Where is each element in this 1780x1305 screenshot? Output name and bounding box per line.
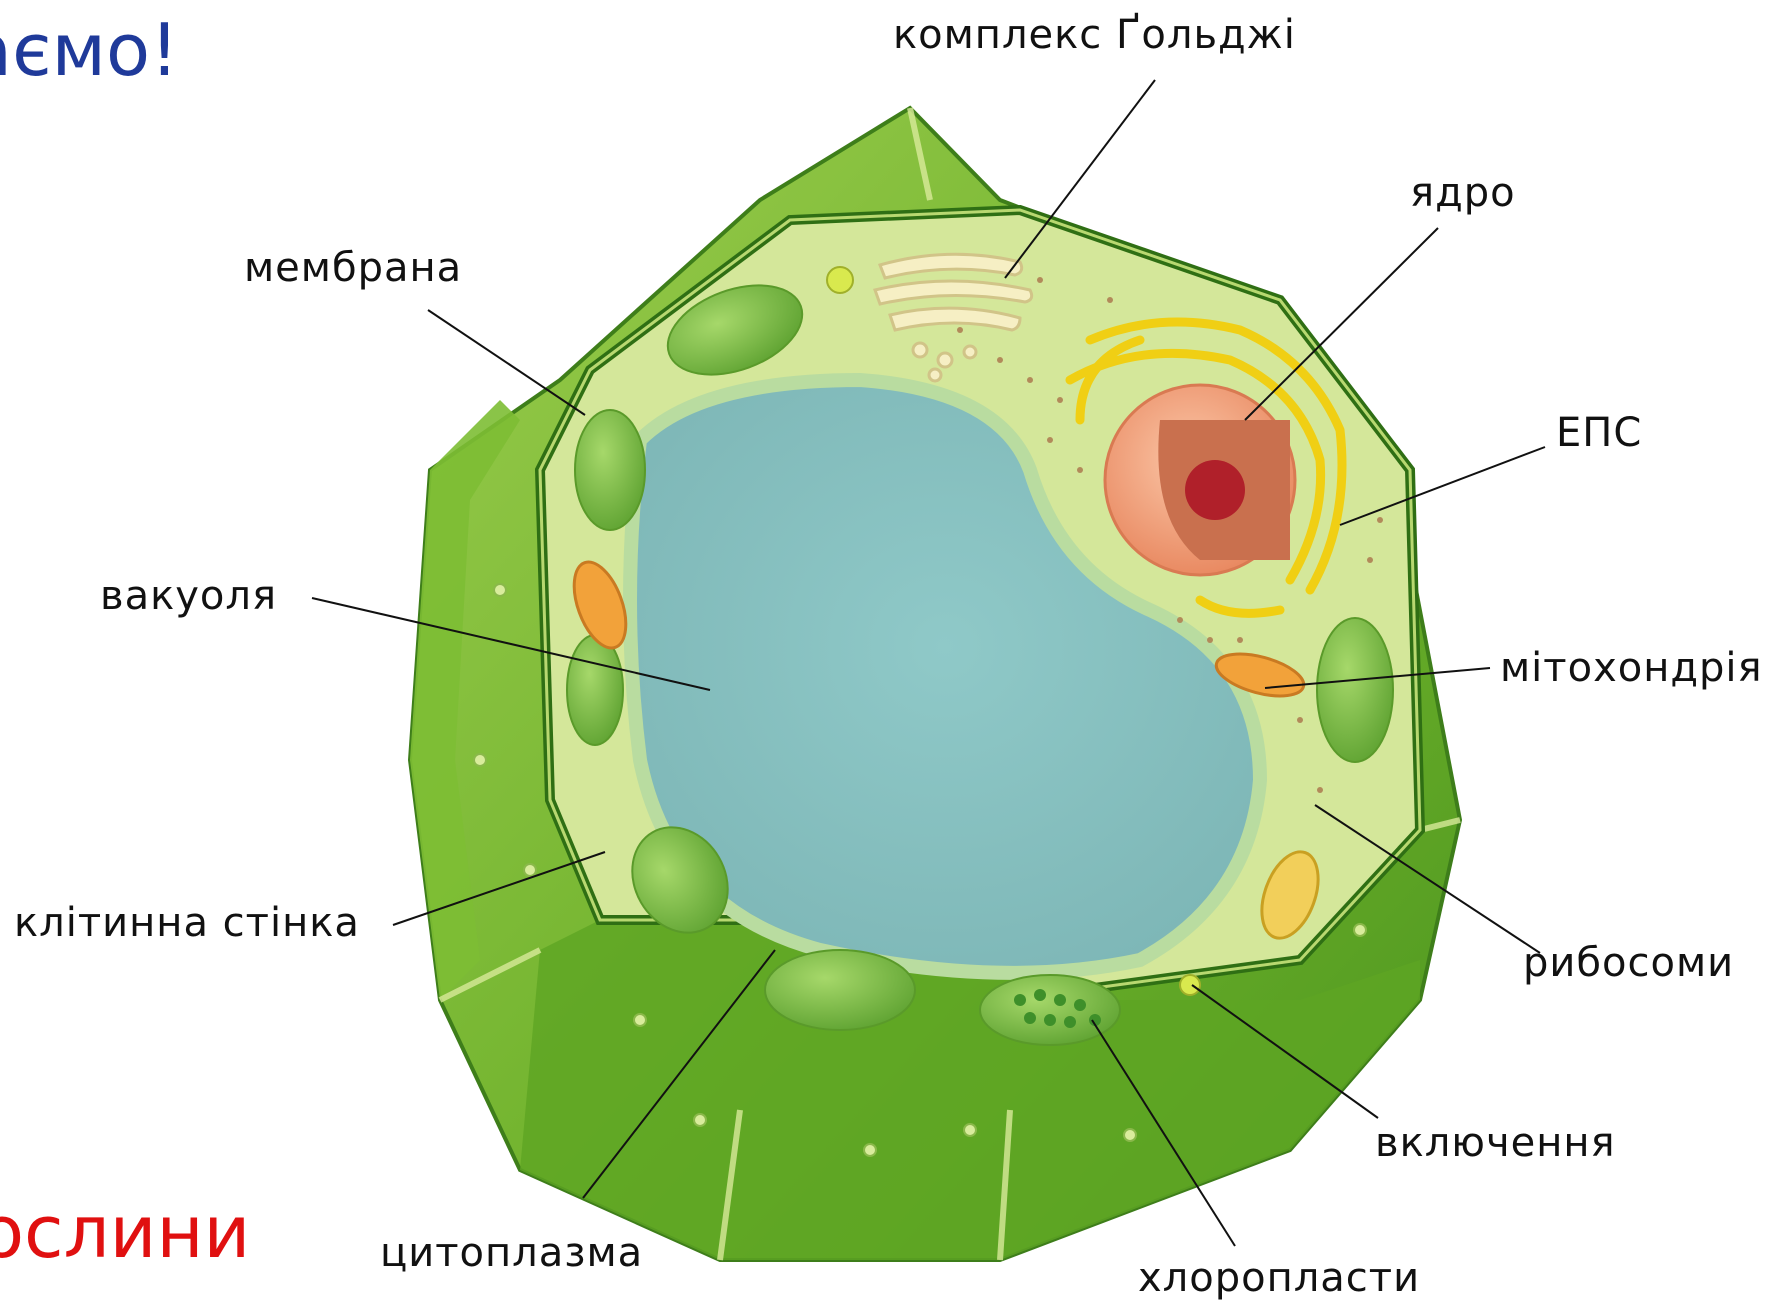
label-nucleus: ядро <box>1410 170 1516 216</box>
label-membrane: мембрана <box>244 245 462 291</box>
label-mitochondria: мітохондрія <box>1500 645 1763 691</box>
label-golgi: комплекс Ґольджі <box>893 12 1296 58</box>
label-cell-wall: клітинна стінка <box>14 900 360 946</box>
label-inclusions: включення <box>1375 1120 1616 1166</box>
label-er: ЕПС <box>1556 410 1642 456</box>
label-ribosomes: рибосоми <box>1523 940 1734 986</box>
label-vacuole: вакуоля <box>100 573 277 619</box>
label-cytoplasm: цитоплазма <box>380 1230 643 1276</box>
label-chloroplasts: хлоропласти <box>1138 1255 1420 1301</box>
nucleus <box>1105 385 1295 575</box>
